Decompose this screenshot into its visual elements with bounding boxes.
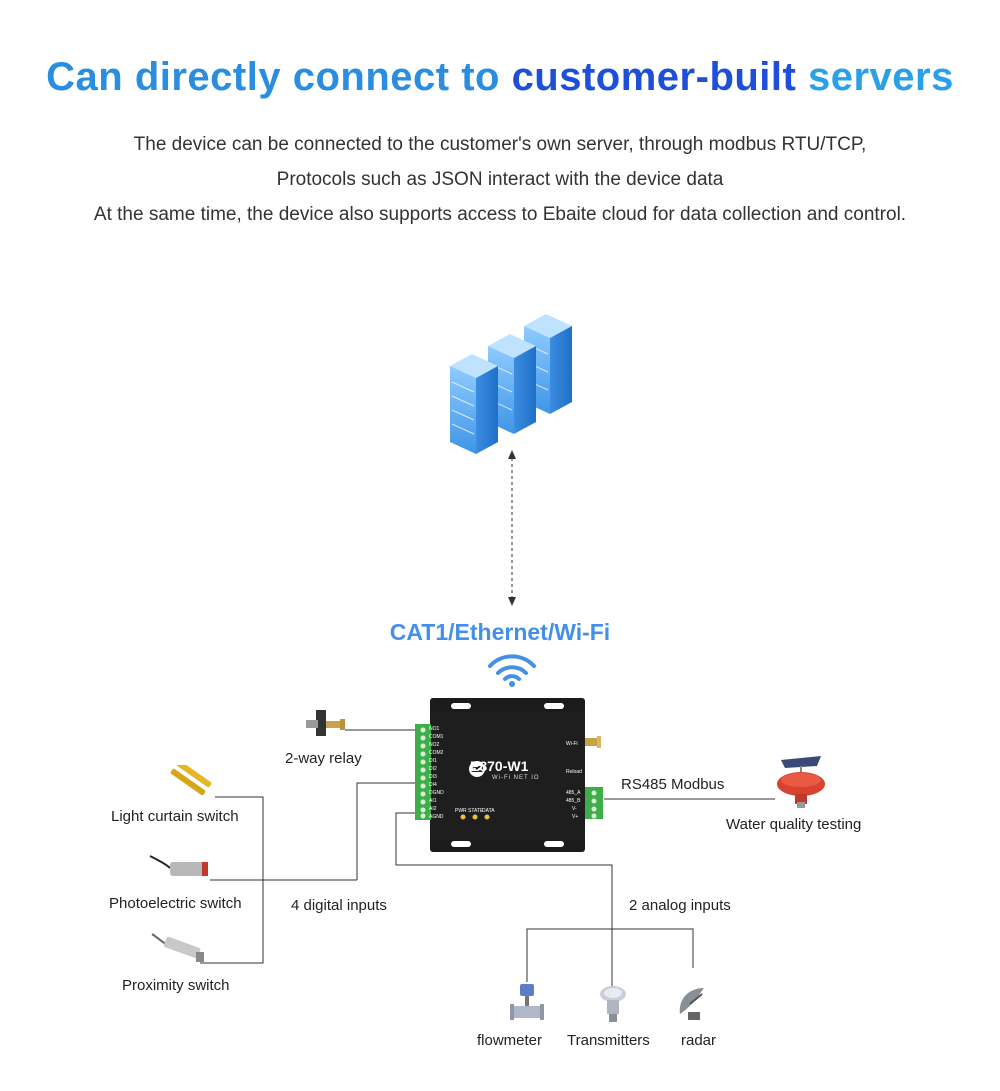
photoelectric-label: Photoelectric switch (109, 895, 242, 912)
light-curtain-icon (170, 765, 212, 796)
reload-label: Reload (566, 769, 582, 775)
page-title: Can directly connect to customer-built s… (0, 52, 1000, 102)
description-line-3: At the same time, the device also suppor… (93, 204, 907, 225)
pin-label: 485_B (566, 798, 581, 804)
device-subtitle: Wi-Fi NET IO (492, 775, 540, 781)
pin-label: AI1 (429, 798, 437, 804)
pin-label: DI2 (429, 766, 437, 772)
water-quality-label: Water quality testing (726, 816, 862, 833)
pin-label: AI2 (429, 806, 437, 812)
proximity-label: Proximity switch (122, 977, 230, 994)
led-label: PWR (455, 808, 467, 814)
pin-label: NO2 (429, 742, 440, 748)
server-rack-icon (450, 314, 572, 454)
relay-icon (306, 710, 345, 736)
pin-label: NO1 (429, 726, 440, 732)
led-label: DATA (482, 808, 495, 814)
analog-inputs-label: 2 analog inputs (629, 897, 731, 914)
title-part-2: customer-built (511, 55, 797, 99)
flowmeter-label: flowmeter (477, 1032, 543, 1049)
pin-label: V- (572, 806, 577, 812)
flowmeter-icon (510, 984, 544, 1020)
led-label: STATE (468, 808, 484, 814)
radar-label: radar (681, 1032, 717, 1049)
pin-label: DI1 (429, 758, 437, 764)
relay-label: 2-way relay (285, 750, 362, 767)
pin-label: COM2 (429, 750, 444, 756)
light-curtain-label: Light curtain switch (111, 808, 239, 825)
title-part-1: Can directly connect to (46, 55, 512, 99)
device-e870-w1 (415, 698, 603, 852)
pin-label: COM1 (429, 734, 444, 740)
proximity-switch-icon (151, 933, 204, 962)
title-part-3: servers (796, 55, 954, 99)
device-model: E870-W1 (470, 758, 529, 774)
wifi-port-label: Wi-Fi (566, 741, 578, 747)
arrow-up-icon (508, 450, 516, 459)
description-line-1: The device can be connected to the custo… (133, 134, 867, 155)
photoelectric-switch-icon (149, 855, 208, 876)
digital-inputs-label: 4 digital inputs (291, 897, 387, 914)
pin-label: V+ (572, 814, 579, 820)
transmitter-icon (600, 986, 626, 1022)
pin-label: DI3 (429, 774, 437, 780)
radar-icon (679, 988, 704, 1020)
description-line-2: Protocols such as JSON interact with the… (276, 169, 724, 190)
wifi-icon (488, 654, 536, 687)
pin-label: AGND (429, 814, 444, 820)
arrow-down-icon (508, 597, 516, 606)
connectivity-label: CAT1/Ethernet/Wi-Fi (389, 619, 611, 645)
pin-label: DI4 (429, 782, 437, 788)
water-quality-sensor-icon (777, 756, 825, 808)
pin-label: DGND (429, 790, 444, 796)
pin-label: 485_A (566, 790, 581, 796)
transmitters-label: Transmitters (567, 1032, 650, 1049)
rs485-label: RS485 Modbus (621, 776, 725, 793)
